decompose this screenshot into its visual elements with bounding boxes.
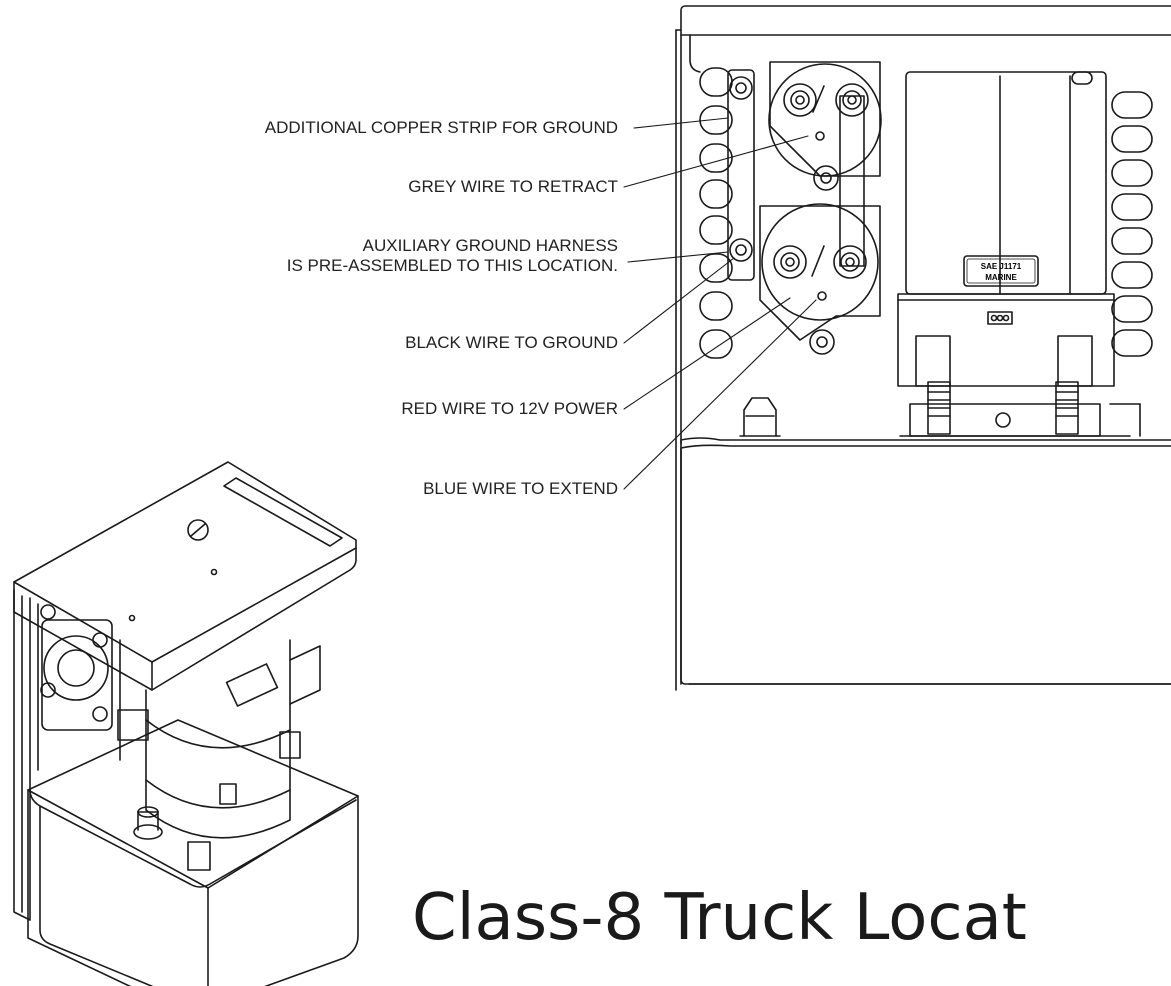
reservoir-tank	[680, 397, 1171, 685]
slide-title: Class-8 Truck Locat	[412, 881, 1027, 955]
bus-bar	[839, 95, 865, 267]
callout-line: BLACK WIRE TO GROUND	[405, 333, 618, 352]
vent-slots-right	[1111, 91, 1153, 357]
callout-line: BLUE WIRE TO EXTEND	[423, 479, 618, 498]
callout-blue-wire: BLUE WIRE TO EXTEND	[423, 479, 618, 499]
callout-line: AUXILIARY GROUND HARNESS	[362, 236, 618, 255]
solenoid-lower	[759, 203, 881, 355]
callout-line: GREY WIRE TO RETRACT	[408, 177, 618, 196]
part-label-line1: SAE J1171	[981, 262, 1022, 271]
pump-top-view-drawing	[675, 5, 1171, 691]
callout-copper-strip: ADDITIONAL COPPER STRIP FOR GROUND	[265, 118, 618, 138]
callout-black-wire: BLACK WIRE TO GROUND	[405, 333, 618, 353]
pump-isometric-drawing	[13, 461, 359, 986]
callout-line: IS PRE-ASSEMBLED TO THIS LOCATION.	[286, 256, 618, 275]
callout-line: ADDITIONAL COPPER STRIP FOR GROUND	[264, 118, 618, 137]
motor	[897, 71, 1141, 437]
solenoid-upper	[768, 61, 882, 191]
callout-line: RED WIRE TO 12V POWER	[401, 399, 618, 418]
callout-grey-wire: GREY WIRE TO RETRACT	[408, 177, 618, 197]
callout-leader-lines	[623, 117, 817, 490]
sae-marine-label	[963, 255, 1039, 287]
callout-auxiliary-ground: AUXILIARY GROUND HARNESS IS PRE-ASSEMBLE…	[287, 236, 618, 276]
part-label-line2: MARINE	[985, 273, 1017, 282]
callout-red-wire: RED WIRE TO 12V POWER	[401, 399, 618, 419]
copper-strip	[727, 69, 755, 281]
